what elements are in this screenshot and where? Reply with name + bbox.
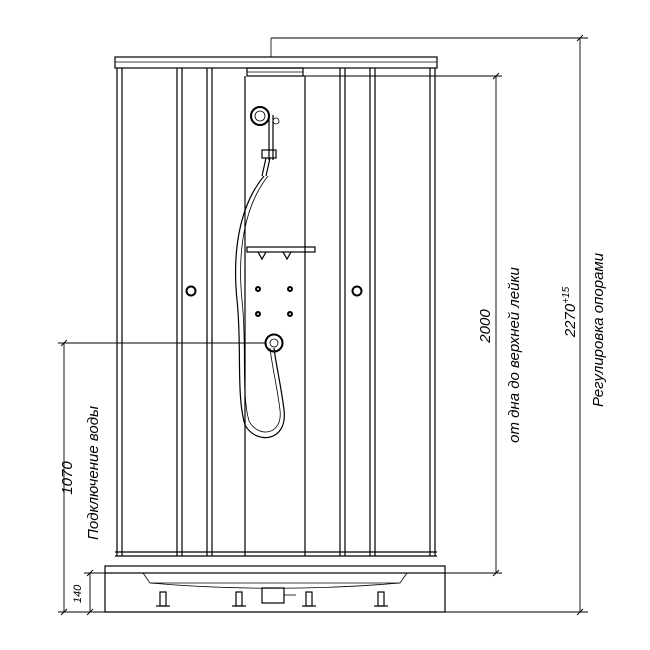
height-head-label: 2000 xyxy=(477,309,494,344)
height-head-note: от дна до верхней лейки xyxy=(506,266,523,442)
shower-set xyxy=(234,106,316,439)
water-connection-note: Подключение воды xyxy=(85,406,102,540)
tray-height-label: 140 xyxy=(72,584,84,603)
dimension-lines xyxy=(58,34,588,616)
water-connection-label: 1070 xyxy=(59,461,76,495)
cabin-frame xyxy=(114,56,438,557)
height-total-label: 2270+15 xyxy=(561,286,579,338)
height-total-note: Регулировка опорами xyxy=(590,252,607,407)
shower-tray xyxy=(104,565,446,613)
